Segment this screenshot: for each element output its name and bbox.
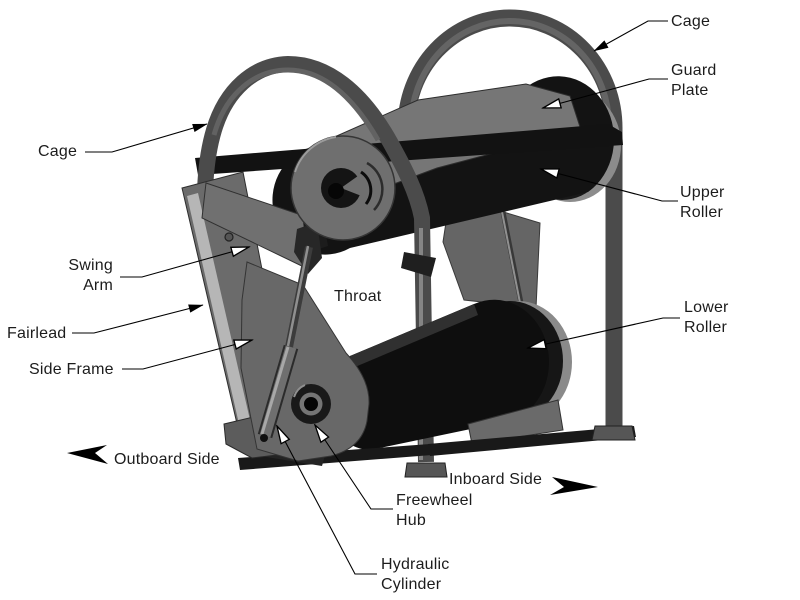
inboard-support-plate (467, 399, 564, 445)
label-swing-arm: Swing Arm (68, 257, 113, 294)
label-cage-left: Cage (38, 143, 78, 160)
freewheel-hub-shape (291, 384, 331, 424)
label-throat: Throat (334, 288, 382, 305)
hydraulic-cylinder-shape (257, 245, 313, 442)
leader-side-frame (122, 340, 252, 370)
upper-roller-hub-face (290, 135, 396, 241)
label-lower-roller: Lower Roller (684, 299, 729, 336)
label-freewheel-hub: Freewheel Hub (396, 492, 473, 529)
leader-lower-roller (528, 317, 680, 348)
leader-cage-left (85, 123, 208, 153)
leader-swing-arm (120, 247, 249, 278)
center-leg-foot (404, 462, 448, 478)
rear-leg-foot (591, 425, 636, 441)
label-side-frame: Side Frame (29, 361, 114, 378)
rear-bracket-wedge (401, 252, 436, 277)
label-inboard-side: Inboard Side (449, 471, 543, 488)
inboard-direction-arrow (550, 477, 598, 495)
leader-hydraulic-cylinder (277, 426, 377, 575)
fairlead-strip (187, 193, 250, 424)
leader-guard-plate (543, 78, 668, 108)
outboard-direction-arrow (67, 445, 108, 464)
label-upper-roller: Upper Roller (680, 184, 725, 221)
label-guard-plate: Guard Plate (671, 62, 717, 99)
leader-fairlead (72, 304, 204, 334)
label-hydraulic-cylinder: Hydraulic Cylinder (381, 556, 450, 593)
leader-freewheel-hub (315, 425, 393, 510)
leader-upper-roller (541, 169, 678, 202)
leader-cage-right (593, 20, 668, 52)
label-outboard-side: Outboard Side (114, 451, 220, 468)
cage-rear-hoop (397, 9, 623, 432)
rear-cheek-plate (442, 195, 541, 319)
label-cage-right: Cage (671, 13, 711, 30)
lower-roller (327, 299, 572, 451)
swing-arm-pivot (224, 232, 234, 242)
leader-lines (72, 20, 680, 575)
label-fairlead: Fairlead (7, 325, 67, 342)
direction-arrows (67, 445, 598, 495)
